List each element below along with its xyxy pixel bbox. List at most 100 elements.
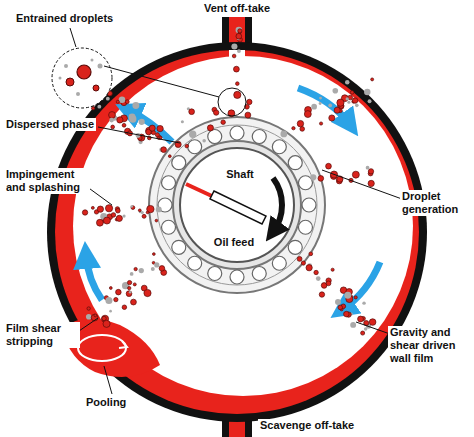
droplet [109,310,112,313]
droplet [91,107,94,110]
droplet [368,180,374,186]
droplet [157,125,163,131]
droplet [221,120,226,125]
droplet [344,292,351,299]
roller [288,156,302,170]
droplet [86,314,92,320]
droplet [114,297,118,301]
part-label: Film shear stripping [4,322,80,348]
droplet [297,256,302,261]
droplet [234,66,240,72]
droplet [155,133,159,137]
droplet [366,166,370,170]
droplet [151,267,155,271]
droplet [361,331,365,335]
droplet [132,102,139,109]
droplet [301,261,305,265]
droplet [326,281,331,286]
roller [252,130,266,144]
shaft [180,148,294,262]
droplet [234,91,241,98]
part-label: Droplet generation [400,190,470,216]
roller [208,130,222,144]
roller [188,256,202,270]
droplet [128,286,131,289]
droplet [146,211,149,214]
leader-lines [70,28,402,394]
droplet [236,82,240,86]
droplet [109,287,112,290]
droplet [310,174,316,180]
droplet [368,169,373,174]
droplet [306,265,312,271]
housing-wall [47,42,427,422]
droplet [328,104,332,108]
roller [230,270,244,284]
droplet [109,112,116,119]
droplet [130,205,133,208]
droplet [82,210,87,215]
droplet [105,205,112,212]
droplet [97,206,103,212]
droplet [129,291,132,294]
droplet [96,219,103,226]
zoom-source [218,88,246,116]
droplet [202,139,206,143]
droplet [314,270,318,274]
roller [188,140,202,154]
droplet [369,319,376,326]
droplet [319,292,324,297]
droplet [319,102,322,105]
droplet [131,299,137,305]
droplet [116,289,122,295]
droplet [338,305,343,310]
droplet [214,110,219,115]
droplet [155,219,158,222]
droplet [149,125,155,131]
roller [162,176,176,190]
droplet [245,112,251,118]
oil-feed-bore [210,191,266,224]
part-label: Dispersed phase [4,118,96,131]
droplet [311,104,317,110]
droplet [232,54,236,58]
droplet [139,119,145,125]
zoom-inset [52,48,112,108]
droplet [97,105,101,109]
roller [230,126,244,140]
droplet [334,107,340,113]
part-label: Oil feed [206,236,262,249]
wall-film [55,50,419,414]
droplet [127,280,131,284]
roller [288,240,302,254]
droplet [354,296,357,299]
droplet [103,217,110,224]
droplet [152,253,155,256]
part-label: Gravity and shear driven wall film [388,326,472,365]
droplet [185,144,189,148]
droplet [131,206,135,210]
droplet [122,305,127,310]
droplet [352,98,357,103]
droplet [111,213,116,218]
droplet [168,155,171,158]
droplet [352,171,359,178]
droplet [159,266,165,272]
droplet [94,314,97,317]
flow-arrows [86,88,380,310]
droplet [350,91,354,95]
part-label: Impingement and splashing [4,168,90,194]
droplet [109,118,114,123]
droplet [87,307,90,310]
droplet [371,78,374,81]
droplet [105,297,112,304]
droplet [106,97,110,101]
roller [172,240,186,254]
droplet [138,209,141,212]
droplet [319,97,322,100]
droplet [103,320,110,327]
droplet [331,268,334,271]
droplet [362,301,365,304]
droplet [358,316,364,322]
